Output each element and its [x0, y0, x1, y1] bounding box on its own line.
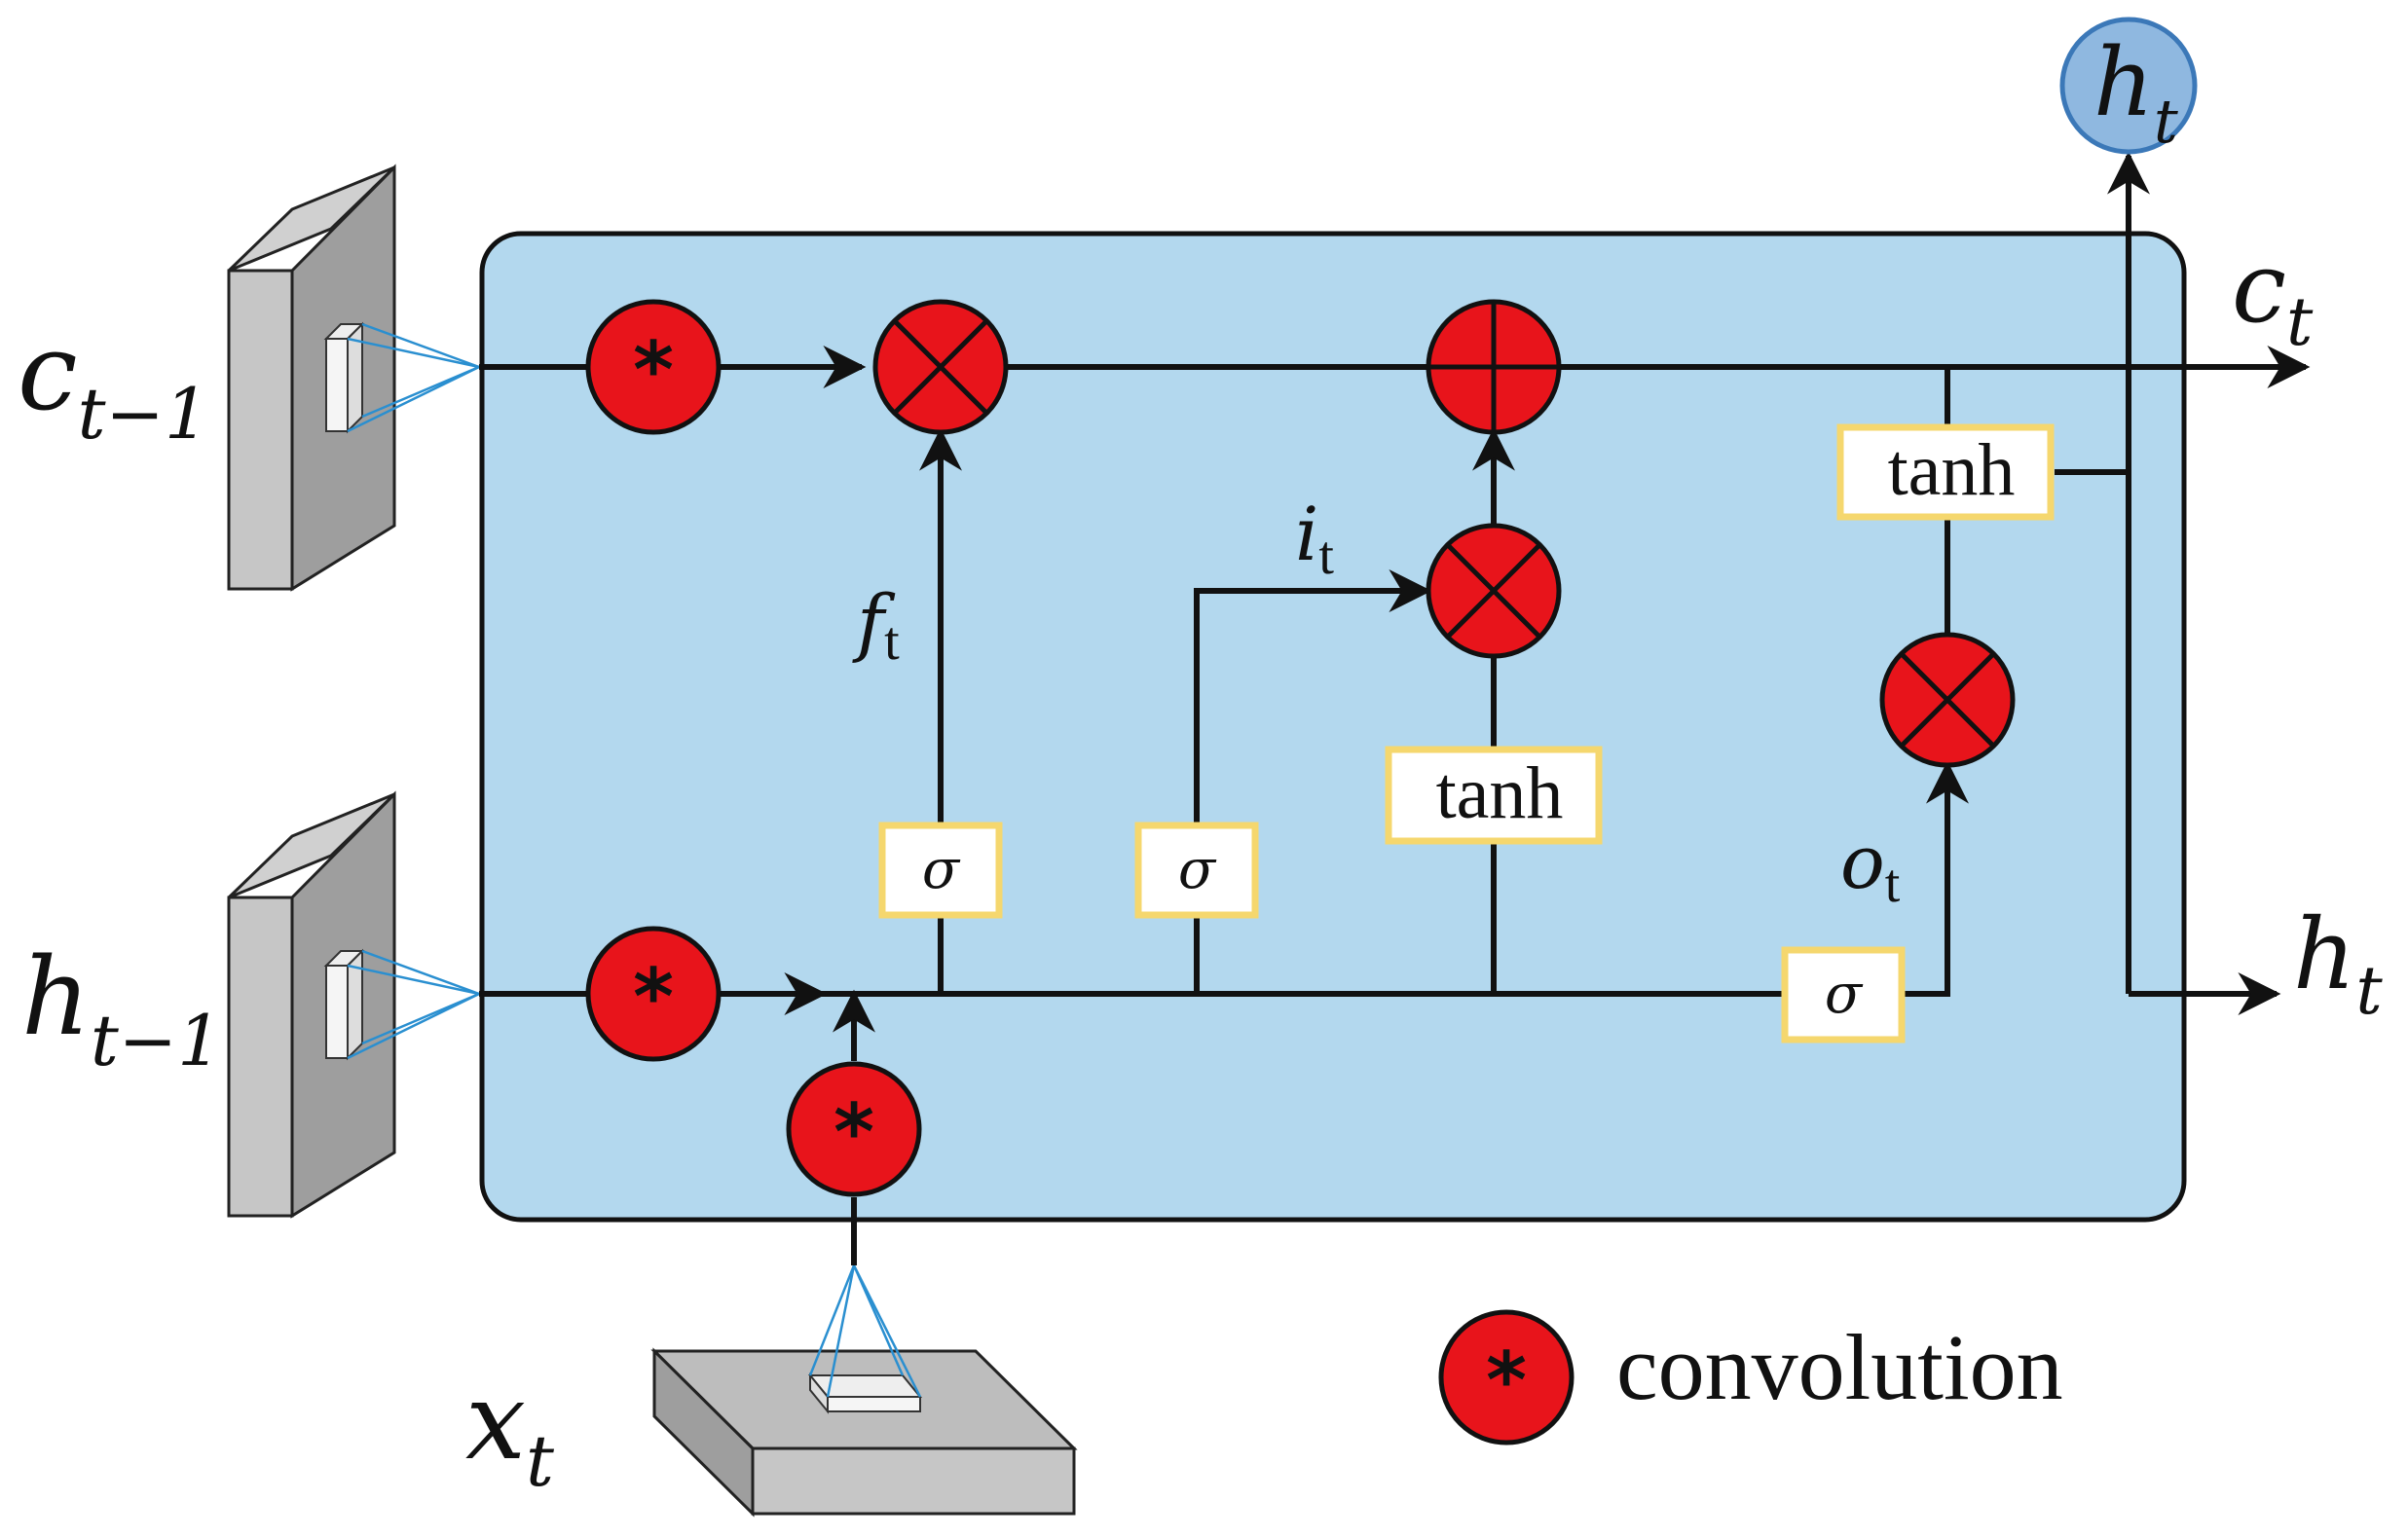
conv-symbol: * [834, 1087, 874, 1178]
svg-text:σ: σ [922, 838, 961, 901]
label-h-prev: ht−1 [21, 934, 222, 1081]
label-f-t: ft [852, 578, 900, 672]
svg-text:tanh: tanh [1888, 429, 2016, 511]
c-prev-feature-map [227, 164, 480, 592]
legend-conv-symbol [1438, 1309, 1574, 1446]
label-o-t: ot [1840, 819, 1901, 914]
label-c-t: ct [2232, 231, 2314, 361]
conv-operator-x-t: * [786, 1061, 922, 1197]
conv-operator-c-prev: * [585, 299, 722, 435]
sigma-gate-output: σ [1781, 946, 1906, 1043]
multiply-operator-output [1879, 632, 2016, 768]
conv-symbol: * [633, 325, 674, 416]
svg-text:σ: σ [1178, 838, 1217, 901]
tanh-gate-output: tanh [1836, 423, 2055, 521]
multiply-operator-input [1426, 523, 1562, 659]
x-t-feature-map [650, 1264, 1078, 1518]
h-t-output-node: ht [2059, 17, 2198, 157]
h-prev-feature-map [227, 790, 480, 1219]
add-operator [1426, 299, 1562, 435]
legend: * convolution [1438, 1309, 2063, 1446]
svg-text:ht: ht [2093, 28, 2178, 157]
legend-symbol-text: * [1486, 1336, 1527, 1426]
sigma-gate-input: σ [1134, 822, 1259, 919]
h-t-top-base: h [2093, 28, 2154, 137]
conv-symbol: * [633, 952, 674, 1043]
label-c-prev: ct−1 [18, 310, 209, 455]
h-t-top-sub: t [2154, 86, 2178, 157]
label-h-t-output: ht [2293, 897, 2383, 1030]
flow-lines [479, 151, 2311, 1265]
svg-text:σ: σ [1825, 963, 1864, 1026]
tanh-gate-candidate: tanh [1385, 746, 1603, 845]
label-i-t: it [1295, 491, 1334, 586]
label-x-t: xt [465, 1359, 555, 1502]
svg-text:tanh: tanh [1436, 752, 1564, 834]
conv-operator-h-prev: * [585, 926, 722, 1062]
multiply-operator-forget [872, 299, 1009, 435]
legend-label: convolution [1616, 1315, 2063, 1419]
sigma-gate-forget: σ [878, 822, 1003, 919]
lstm-cell-background [479, 231, 2187, 1223]
